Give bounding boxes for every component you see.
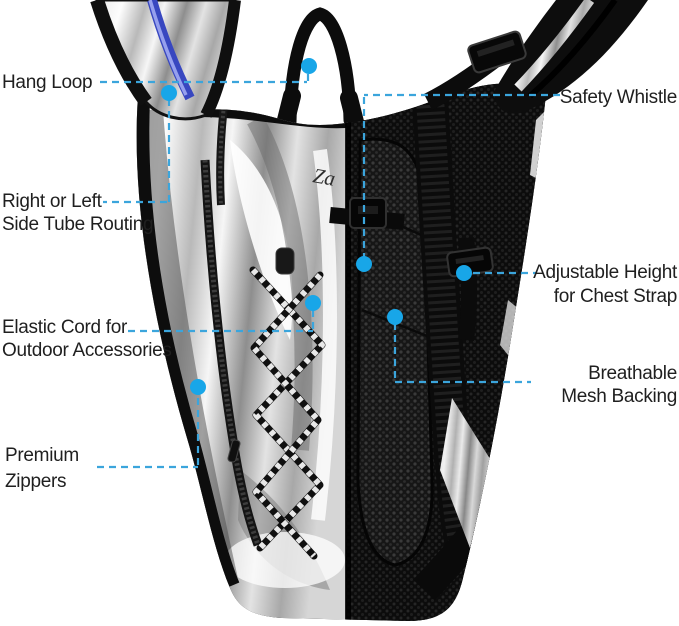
hang-loop-dot xyxy=(301,58,317,74)
callout-leaders xyxy=(97,58,560,469)
brand-logo: Za xyxy=(311,163,337,190)
side-tube-routing-dot xyxy=(161,85,177,101)
cord-lock xyxy=(275,247,295,275)
callout-elastic-cord: Elastic Cord for Outdoor Accessories xyxy=(2,316,172,362)
callout-text: Hang Loop xyxy=(2,72,93,93)
callout-text: Adjustable Height xyxy=(533,262,677,283)
mesh-back-panel xyxy=(329,83,546,622)
leader-hang-loop xyxy=(100,58,317,84)
bag-body: Za xyxy=(136,83,546,622)
callout-safety-whistle: Safety Whistle xyxy=(559,86,678,109)
leader-breathable-mesh xyxy=(387,309,531,384)
callout-text: Outdoor Accessories xyxy=(2,340,172,361)
premium-zippers-dot xyxy=(190,379,206,395)
safety-whistle-dot xyxy=(356,256,372,272)
zipper-pull xyxy=(227,439,241,463)
callout-text: Safety Whistle xyxy=(559,87,678,108)
leader-chest-strap xyxy=(456,265,536,281)
strap-adjuster-buckle xyxy=(467,30,527,74)
callout-text: Premium xyxy=(5,445,79,466)
right-shoulder-strap xyxy=(423,0,648,114)
leader-safety-whistle xyxy=(356,93,560,272)
shoulder-strap-back xyxy=(412,96,486,569)
callout-hang-loop: Hang Loop xyxy=(2,71,93,94)
hydration-tube xyxy=(147,0,195,101)
bungee-cord xyxy=(249,247,326,560)
callout-text: Mesh Backing xyxy=(561,386,677,407)
callout-side-tube-routing: Right or Left Side Tube Routing xyxy=(2,190,154,236)
callout-chest-strap: Adjustable Height for Chest Strap xyxy=(533,261,677,309)
chest-strap-dot xyxy=(456,265,472,281)
elastic-cord-dot xyxy=(305,295,321,311)
leader-premium-zippers xyxy=(97,379,206,469)
callout-text: Zippers xyxy=(5,471,67,492)
callout-premium-zippers: Premium Zippers xyxy=(5,443,79,495)
leader-elastic-cord xyxy=(128,295,321,333)
callout-breathable-mesh: Breathable Mesh Backing xyxy=(561,362,677,408)
breathable-mesh-dot xyxy=(387,309,403,325)
leader-side-tube-routing xyxy=(103,85,177,204)
callout-text: Elastic Cord for xyxy=(2,317,128,338)
left-shoulder-strap xyxy=(90,0,241,121)
callout-text: Side Tube Routing xyxy=(2,214,154,235)
callout-text: Right or Left xyxy=(2,191,102,212)
hang-loop xyxy=(275,7,365,137)
callout-text: Breathable xyxy=(588,363,677,384)
callout-text: for Chest Strap xyxy=(553,286,678,307)
chest-strap xyxy=(329,197,405,230)
